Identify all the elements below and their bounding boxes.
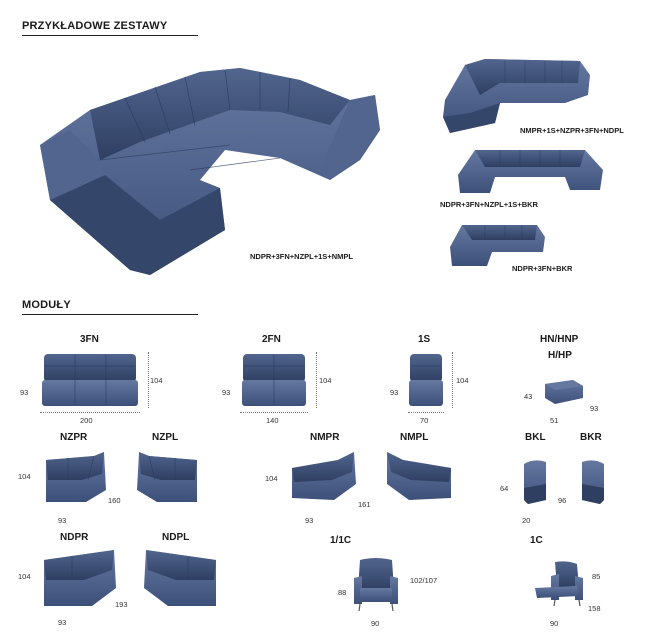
module-bkl-illustration: [524, 460, 546, 504]
module-bk-depth: 96: [558, 496, 567, 505]
module-nzpl-code: NZPL: [152, 432, 179, 443]
sets-heading-rule: [22, 35, 198, 36]
modules-heading-rule: [22, 314, 198, 315]
module-nmpr-illustration: [292, 452, 356, 500]
module-1c-illustration: [535, 561, 583, 607]
module-nm-diag: 161: [358, 500, 371, 509]
main-sofa-illustration: [40, 68, 380, 275]
module-nz-diag: 160: [108, 496, 121, 505]
module-nm-height: 104: [265, 474, 278, 483]
module-11c-width: 90: [371, 619, 380, 628]
module-1c-code: 1C: [530, 535, 543, 546]
module-bkr-illustration: [582, 460, 604, 504]
module-hp-code: H/HP: [548, 350, 572, 361]
set3-sofa-illustration: [458, 150, 603, 193]
module-hn-width: 51: [550, 416, 559, 425]
module-nd-diag: 193: [115, 600, 128, 609]
module-2fn-depth: 93: [222, 388, 231, 397]
module-1c-height: 85: [592, 572, 601, 581]
module-11c-code: 1/1C: [330, 535, 352, 546]
module-1s-height: 104: [456, 376, 469, 385]
module-bkl-code: BKL: [525, 432, 546, 443]
module-hn-depth: 93: [590, 404, 599, 413]
module-3fn-depth: 93: [20, 388, 29, 397]
module-3fn-illustration: [42, 354, 138, 406]
module-nd-height: 104: [18, 572, 31, 581]
module-3fn-code: 3FN: [80, 334, 99, 345]
module-11c-height: 102/107: [410, 576, 438, 585]
module-bk-height: 64: [500, 484, 509, 493]
set2-sofa-illustration: [443, 59, 590, 133]
module-1s-illustration: [409, 354, 443, 406]
module-nd-width: 93: [58, 618, 67, 627]
module-ndpl-illustration: [144, 550, 216, 606]
module-nmpr-code: NMPR: [310, 432, 340, 443]
module-nmpl-illustration: [387, 452, 451, 500]
module-3fn-height: 104: [150, 376, 163, 385]
module-1s-code: 1S: [418, 334, 431, 345]
module-2fn-code: 2FN: [262, 334, 281, 345]
module-nm-width: 93: [305, 516, 314, 525]
module-1c-depth: 158: [588, 604, 601, 613]
module-nz-height: 104: [18, 472, 31, 481]
module-nmpl-code: NMPL: [400, 432, 429, 443]
sets-heading: PRZYKŁADOWE ZESTAWY: [22, 20, 168, 32]
module-hn-illustration: [545, 380, 583, 404]
module-11c-illustration: [354, 558, 398, 612]
module-nzpl-illustration: [137, 452, 197, 502]
module-1s-width: 70: [420, 416, 429, 425]
module-1s-depth: 93: [390, 388, 399, 397]
set4-sofa-illustration: [450, 225, 545, 266]
module-11c-depth: 88: [338, 588, 347, 597]
module-3fn-width: 200: [80, 416, 93, 425]
module-hn-code: HN/HNP: [540, 334, 579, 345]
modules-heading: MODUŁY: [22, 299, 71, 311]
module-nzpr-illustration: [46, 452, 106, 502]
module-1c-width: 90: [550, 619, 559, 628]
set4-label: NDPR+3FN+BKR: [512, 264, 573, 273]
module-nzpr-code: NZPR: [60, 432, 88, 443]
set2-label: NMPR+1S+NZPR+3FN+NDPL: [520, 126, 624, 135]
module-hn-height: 43: [524, 392, 533, 401]
module-ndpr-illustration: [44, 550, 116, 606]
module-bk-width: 20: [522, 516, 531, 525]
module-ndpl-code: NDPL: [162, 532, 190, 543]
module-2fn-width: 140: [266, 416, 279, 425]
module-nz-width: 93: [58, 516, 67, 525]
main-set-label: NDPR+3FN+NZPL+1S+NMPL: [250, 252, 353, 261]
module-bkr-code: BKR: [580, 432, 602, 443]
set3-label: NDPR+3FN+NZPL+1S+BKR: [440, 200, 538, 209]
module-2fn-illustration: [242, 354, 306, 406]
module-ndpr-code: NDPR: [60, 532, 89, 543]
module-2fn-height: 104: [319, 376, 332, 385]
